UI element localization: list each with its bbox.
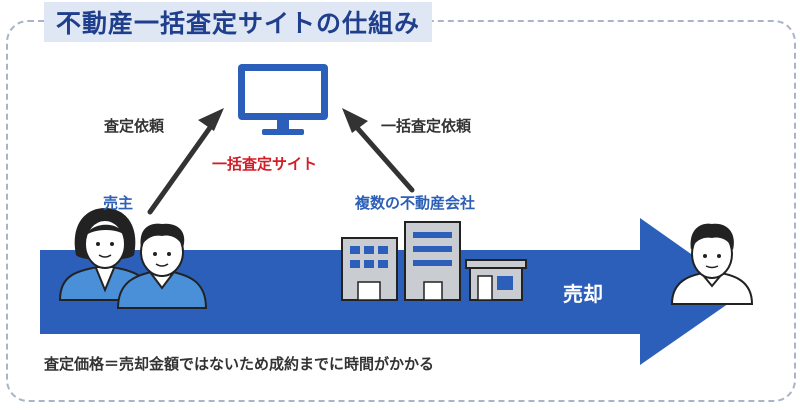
seller-label: 売主 — [103, 194, 134, 212]
diagram-title: 不動産一括査定サイトの仕組み — [56, 9, 421, 38]
request-arrow-left — [147, 108, 224, 215]
site-label: 一括査定サイト — [212, 155, 318, 173]
request-right-label: 一括査定依頼 — [381, 117, 472, 135]
office-tower-icon — [404, 221, 461, 301]
request-arrow-right — [342, 108, 415, 193]
seller-woman-icon — [58, 208, 152, 301]
apartment-building-icon — [341, 237, 398, 301]
computer-monitor-icon — [238, 64, 328, 135]
seller-man-icon — [116, 223, 208, 309]
companies-label: 複数の不動産会社 — [355, 194, 476, 212]
request-left-label: 査定依頼 — [104, 117, 165, 135]
note-text: 査定価格＝売却金額ではないため成約までに時間がかかる — [44, 355, 435, 373]
buyer-person-icon — [670, 223, 754, 305]
title-box: 不動産一括査定サイトの仕組み — [44, 2, 433, 42]
sale-label: 売却 — [563, 282, 603, 306]
shop-building-icon — [465, 259, 527, 301]
